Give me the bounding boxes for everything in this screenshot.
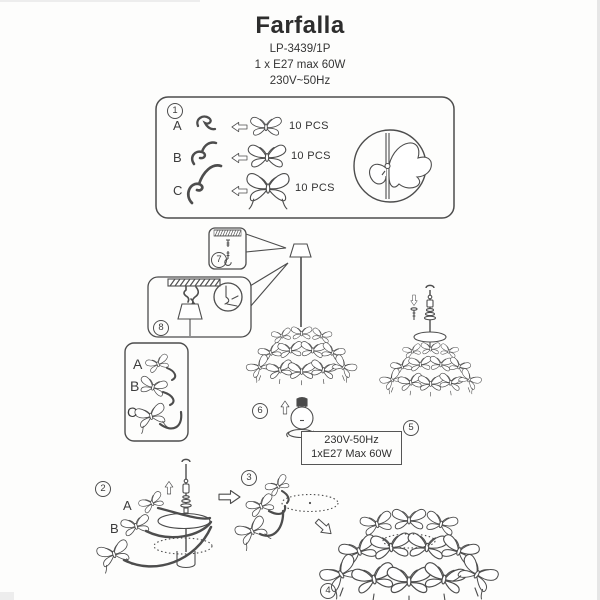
- butterfly-c-icon: [246, 172, 290, 210]
- butterfly-shade: [245, 327, 358, 385]
- butterfly-a-icon: [137, 490, 167, 515]
- butterfly-a-icon: [144, 352, 172, 374]
- butterfly-b-icon: [137, 375, 169, 398]
- part-row-b-label: B: [173, 150, 182, 165]
- side-screw-icon: [410, 307, 418, 320]
- key-b-label: B: [130, 378, 140, 394]
- screw-icon: [226, 239, 230, 247]
- rating-bulb: 1xE27 Max 60W: [311, 447, 392, 460]
- hook-a-icon: [196, 115, 217, 131]
- step-2-a-label: A: [123, 498, 132, 513]
- step-3-number: 3: [241, 470, 257, 486]
- butterfly-on-rod-detail: [353, 129, 432, 203]
- key-c-label: C: [127, 404, 138, 420]
- arrow-down-right-icon: [312, 516, 336, 539]
- lower-plate-icon: [281, 493, 339, 513]
- arrow-up-icon: [280, 400, 290, 415]
- parts-key-box: [124, 342, 189, 442]
- step-5-number: 5: [403, 420, 419, 436]
- butterfly-shade: [379, 343, 483, 396]
- hook-b-icon: [190, 141, 218, 166]
- butterfly-c-icon: [133, 402, 170, 435]
- arrow-left-icon: [231, 152, 248, 164]
- butterfly-shade: [318, 509, 500, 600]
- product-title: Farfalla: [255, 12, 345, 39]
- step-8-number: 8: [153, 320, 169, 336]
- socket-cylinder-icon: [176, 551, 196, 569]
- step-2-assembly: [95, 458, 213, 575]
- hook-c-icon: [186, 164, 223, 205]
- arrow-down-icon: [410, 294, 418, 306]
- step-4-number: 4: [320, 583, 336, 599]
- rating-voltage: 230V-50Hz: [324, 434, 379, 446]
- step-2-number: 2: [95, 481, 111, 497]
- butterfly-a-icon: [250, 116, 282, 136]
- arrow-left-icon: [231, 185, 248, 197]
- lower-plate-icon: [382, 533, 436, 549]
- top-plate-icon: [413, 331, 447, 343]
- lamp-spec: 1 x E27 max 60W: [254, 59, 346, 71]
- light-bulb-icon: [290, 396, 314, 430]
- scan-edge-right: [597, 0, 600, 600]
- part-row-c-qty: 10 PCS: [295, 182, 335, 194]
- step-4-assembly: [318, 509, 500, 600]
- step-7-number: 7: [211, 252, 227, 268]
- part-row-c-label: C: [173, 183, 183, 198]
- step-5-assembly: [379, 284, 483, 396]
- step-2-b-label: B: [110, 521, 119, 536]
- butterfly-b-icon: [247, 144, 287, 168]
- arrow-left-icon: [231, 121, 248, 133]
- rating-label: 230V-50Hz 1xE27 Max 60W: [301, 431, 402, 465]
- hook-top-icon: [425, 284, 435, 289]
- voltage-spec: 230V~50Hz: [269, 75, 331, 87]
- part-row-a-qty: 10 PCS: [289, 120, 329, 132]
- part-row-a-label: A: [173, 118, 182, 133]
- lower-plate-icon: [153, 537, 213, 555]
- scan-edge-top: [0, 0, 200, 2]
- parts-box: [155, 96, 455, 219]
- key-a-label: A: [133, 356, 143, 372]
- step-3-assembly: [233, 473, 339, 552]
- step-8-callout: [147, 262, 289, 338]
- hook-top-icon: [181, 458, 191, 463]
- model-number: LP-3439/1P: [269, 43, 331, 55]
- arrow-up-icon: [164, 481, 174, 495]
- wiring-detail-circle: [213, 282, 243, 312]
- butterfly-b-icon: [119, 513, 152, 538]
- arrow-right-icon: [218, 489, 241, 505]
- butterfly-c-icon: [95, 538, 135, 575]
- step-6-number: 6: [252, 403, 268, 419]
- scan-edge-bottom: [0, 592, 14, 600]
- canopy-cup-icon: [177, 303, 203, 320]
- step-1-number: 1: [167, 103, 183, 119]
- part-row-b-qty: 10 PCS: [291, 150, 331, 162]
- butterfly-b-icon: [244, 492, 277, 519]
- butterfly-c-icon: [233, 514, 273, 552]
- canopy-icon: [289, 243, 312, 258]
